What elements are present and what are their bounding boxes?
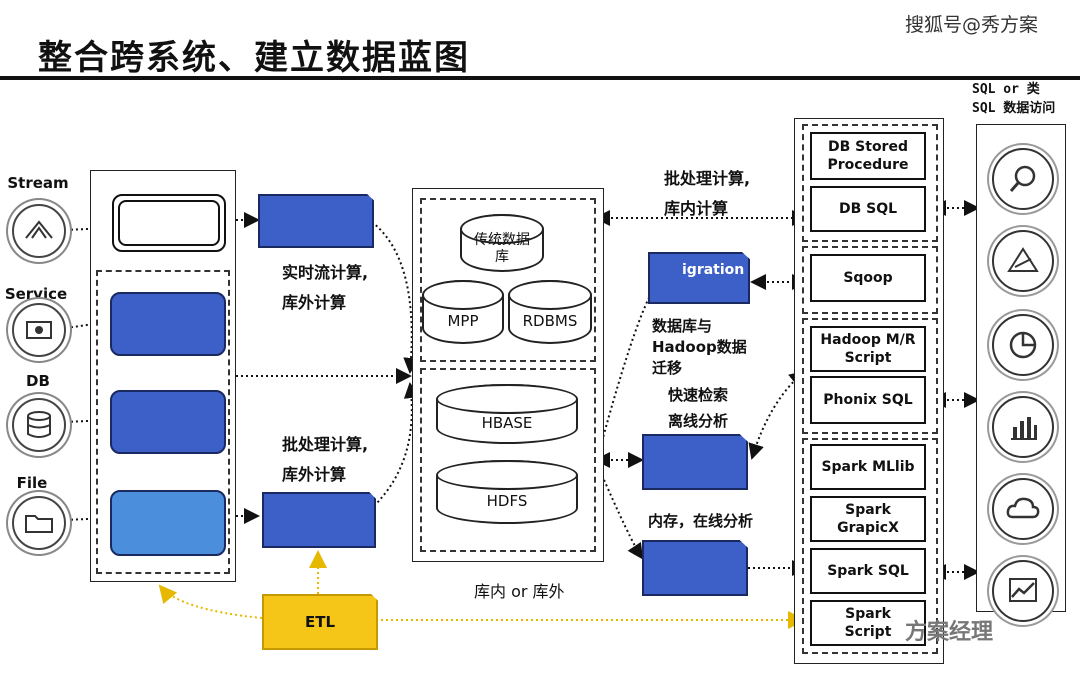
- hdfs-cylinder: HDFS: [436, 460, 578, 524]
- source-label-stream: Stream: [7, 174, 69, 192]
- in-or-out-label: 库内 or 库外: [474, 582, 565, 601]
- migration-box: igration: [648, 252, 750, 304]
- database-group: [420, 198, 596, 362]
- database-icon: [12, 398, 66, 452]
- sqoop-tool: Sqoop: [810, 254, 926, 302]
- hdfs-label: HDFS: [486, 492, 528, 510]
- hadoop-group: [420, 368, 596, 552]
- ingest-inner-group: [96, 270, 230, 574]
- mpp-label: MPP: [447, 312, 479, 330]
- page-title: 整合跨系统、建立数据蓝图: [38, 38, 470, 78]
- cloud-icon: [992, 478, 1054, 540]
- stream-buffer-inner: [118, 200, 220, 246]
- realtime-compute-box: [258, 194, 374, 248]
- phonix-sql-tool: Phonix SQL: [810, 376, 926, 424]
- spark-graphx-tool: Spark GrapicX: [810, 496, 926, 542]
- watermark-bottom: 方案经理: [905, 620, 994, 645]
- search-desc: 快速检索离线分析: [668, 386, 729, 430]
- watermark-top: 搜狐号@秀方案: [905, 14, 1039, 36]
- hbase-label: HBASE: [481, 414, 533, 432]
- rdbms-label: RDBMS: [522, 312, 578, 330]
- etl-box: ETL: [262, 594, 378, 650]
- bar-chart-icon: [992, 396, 1054, 458]
- spark-mllib-tool: Spark MLlib: [810, 444, 926, 490]
- batch-out-compute-box: [262, 492, 376, 548]
- hadoop-mr-tool: Hadoop M/R Script: [810, 326, 926, 372]
- spark-sql-tool: Spark SQL: [810, 548, 926, 594]
- traditional-db-label: 传统数据库: [474, 232, 530, 265]
- stream-icon: [12, 204, 66, 258]
- inmemory-label: 内存，在线分析: [648, 512, 754, 530]
- source-label-db: DB: [26, 372, 50, 390]
- pie-chart-icon: [992, 314, 1054, 376]
- service-ingest-box: [110, 292, 226, 356]
- db-tools-group: [802, 124, 938, 242]
- folder-icon: [12, 496, 66, 550]
- file-ingest-box: [110, 490, 226, 556]
- source-label-file: File: [16, 474, 48, 492]
- hadoop-tools-group: [802, 318, 938, 434]
- hbase-cylinder: HBASE: [436, 384, 578, 444]
- mpp-cylinder: MPP: [422, 280, 504, 344]
- db-stored-procedure-tool: DB Stored Procedure: [810, 132, 926, 180]
- rdbms-cylinder: RDBMS: [508, 280, 592, 344]
- sqoop-group: [802, 246, 938, 314]
- migration-label: igration: [682, 262, 745, 278]
- line-chart-icon: [992, 560, 1054, 622]
- source-label-service: Service: [4, 285, 68, 303]
- search-icon: [992, 148, 1054, 210]
- db-ingest-box: [110, 390, 226, 454]
- service-icon: [12, 303, 66, 357]
- spark-tools-group: [802, 438, 938, 654]
- traditional-db-cylinder: 传统数据库: [460, 214, 544, 272]
- network-icon: [992, 230, 1054, 292]
- etl-label: ETL: [304, 613, 336, 631]
- realtime-label: 实时流计算,库外计算: [282, 263, 369, 312]
- title-divider: [0, 76, 1080, 80]
- inmemory-compute-box: [642, 540, 748, 596]
- db-sql-tool: DB SQL: [810, 186, 926, 232]
- batch-out-label: 批处理计算,库外计算: [282, 435, 369, 484]
- spark-script-tool: Spark Script: [810, 600, 926, 646]
- batch-in-label: 批处理计算,库内计算: [664, 169, 751, 218]
- search-compute-box: [642, 434, 748, 490]
